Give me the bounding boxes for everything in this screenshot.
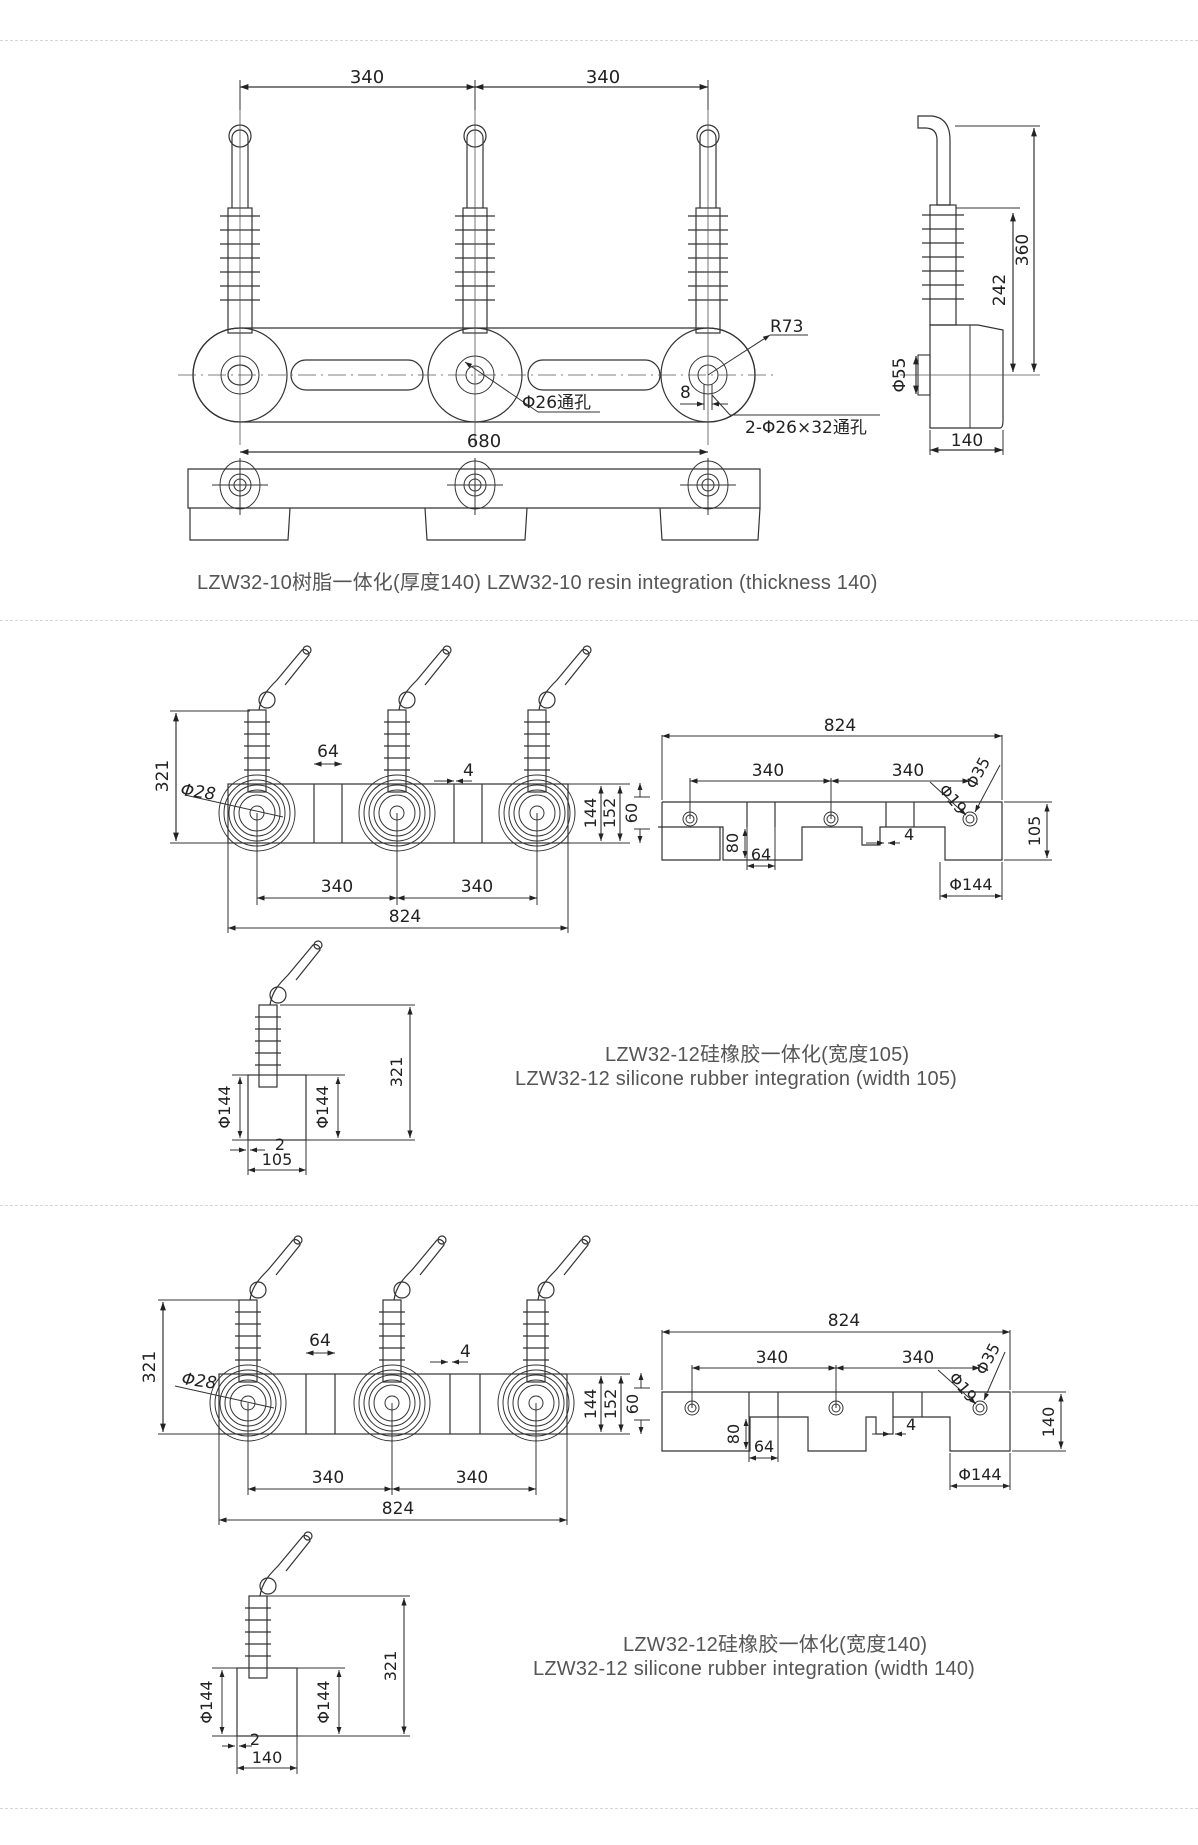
dim-label: 64 bbox=[309, 1331, 331, 1351]
dim-label: Φ55 bbox=[890, 357, 910, 392]
dim-label: Φ144 bbox=[958, 1465, 1001, 1484]
section1-caption: LZW32-10树脂一体化(厚度140) LZW32-10 resin inte… bbox=[197, 572, 878, 594]
insulator bbox=[523, 645, 592, 793]
dim-label: Φ28 bbox=[180, 1369, 218, 1394]
section1-bottom-view bbox=[187, 458, 761, 541]
dim-label: Φ19 bbox=[935, 780, 971, 817]
dim-label: 321 bbox=[140, 1351, 160, 1383]
section2-caption-en: LZW32-12 silicone rubber integration (wi… bbox=[515, 1068, 958, 1090]
radius-label: R73 bbox=[770, 317, 803, 337]
dim-label: 321 bbox=[381, 1651, 400, 1682]
dim-label: 824 bbox=[824, 716, 856, 736]
dim-label: 105 bbox=[1025, 816, 1044, 847]
dim-label: 4 bbox=[906, 1415, 916, 1434]
dim-label: Φ35 bbox=[972, 1340, 1004, 1378]
dim-label: 360 bbox=[1013, 234, 1033, 266]
dim-label: 80 bbox=[723, 833, 742, 853]
dim-label: 144 bbox=[581, 1389, 600, 1420]
dim-label: 824 bbox=[382, 1499, 414, 1519]
section3-caption-en: LZW32-12 silicone rubber integration (wi… bbox=[533, 1658, 976, 1680]
dim-label: 340 bbox=[752, 761, 784, 781]
dim-label: 140 bbox=[252, 1748, 283, 1767]
dim-label: 321 bbox=[153, 760, 173, 792]
section2-caption-cn: LZW32-12硅橡胶一体化(宽度105) bbox=[605, 1044, 910, 1066]
dim-label: 242 bbox=[990, 274, 1010, 306]
dim-label: Φ144 bbox=[313, 1085, 332, 1128]
dim-label: 824 bbox=[389, 907, 421, 927]
section2-side-view: 321 Φ144 Φ144 2 105 bbox=[215, 940, 415, 1175]
insulator bbox=[234, 1235, 303, 1383]
insulator bbox=[378, 1235, 447, 1383]
dim-label: Φ144 bbox=[949, 875, 992, 894]
hole-label: Φ26通孔 bbox=[522, 393, 591, 413]
dim-label: 340 bbox=[312, 1468, 344, 1488]
dim-label: 60 bbox=[622, 803, 641, 823]
dim-label: 64 bbox=[317, 742, 339, 762]
dim-label: 340 bbox=[461, 877, 493, 897]
dim-label: Φ144 bbox=[197, 1680, 216, 1723]
dim-label: Φ144 bbox=[314, 1680, 333, 1723]
dim-label: Φ144 bbox=[215, 1085, 234, 1128]
dim-label: Φ19 bbox=[945, 1368, 981, 1405]
dim-label: 4 bbox=[460, 1342, 471, 1362]
separator-1 bbox=[0, 620, 1198, 621]
dim-label: 152 bbox=[601, 1389, 620, 1420]
dim-label: 4 bbox=[904, 825, 914, 844]
dim-label: 340 bbox=[586, 67, 620, 88]
dim-label: 152 bbox=[600, 798, 619, 829]
dim-label: 80 bbox=[724, 1424, 743, 1444]
dim-label: 60 bbox=[623, 1394, 642, 1414]
dim-label: 140 bbox=[1039, 1407, 1058, 1438]
dim-label: 340 bbox=[456, 1468, 488, 1488]
dim-label: 340 bbox=[902, 1348, 934, 1368]
section3-caption-cn: LZW32-12硅橡胶一体化(宽度140) bbox=[623, 1634, 928, 1656]
slot-label: 2-Φ26×32通孔 bbox=[745, 418, 867, 438]
dim-label: 680 bbox=[467, 431, 501, 452]
slot-width-label: 8 bbox=[680, 383, 691, 403]
dim-label: 340 bbox=[892, 761, 924, 781]
section1-side-view: 360 242 Φ55 140 bbox=[890, 115, 1040, 455]
section3-front-view: 321 Φ28 64 4 144 152 60 bbox=[140, 1235, 650, 1525]
insulator bbox=[243, 645, 312, 793]
section1-front-view: 340 340 R73 bbox=[178, 67, 880, 455]
dim-label: Φ28 bbox=[179, 780, 217, 805]
separator-bottom bbox=[0, 1808, 1198, 1809]
dim-label: 64 bbox=[754, 1437, 774, 1456]
section3-top-view: 824 340 340 Φ19 Φ35 80 64 4 bbox=[661, 1311, 1066, 1490]
dim-label: 340 bbox=[350, 67, 384, 88]
dim-label: 105 bbox=[262, 1150, 293, 1169]
dim-label: 824 bbox=[828, 1311, 860, 1331]
dim-label: 2 bbox=[250, 1730, 260, 1749]
dim-label: 340 bbox=[321, 877, 353, 897]
insulator bbox=[383, 645, 452, 793]
dim-label: 64 bbox=[751, 845, 771, 864]
insulator bbox=[522, 1235, 591, 1383]
separator-top bbox=[0, 40, 1198, 41]
section2-top-view: 824 340 340 Φ19 Φ35 80 64 4 bbox=[658, 716, 1052, 900]
dim-label: 2 bbox=[275, 1135, 285, 1154]
section2-front-view: 321 Φ28 64 4 144 152 60 bbox=[153, 645, 650, 933]
dim-label: 144 bbox=[581, 798, 600, 829]
dim-label: 4 bbox=[463, 761, 474, 781]
dim-label: 140 bbox=[951, 431, 983, 451]
section3-side-view: 321 Φ144 Φ144 2 140 bbox=[197, 1531, 410, 1774]
dim-label: 321 bbox=[387, 1057, 406, 1088]
separator-2 bbox=[0, 1205, 1198, 1206]
dim-label: 340 bbox=[756, 1348, 788, 1368]
